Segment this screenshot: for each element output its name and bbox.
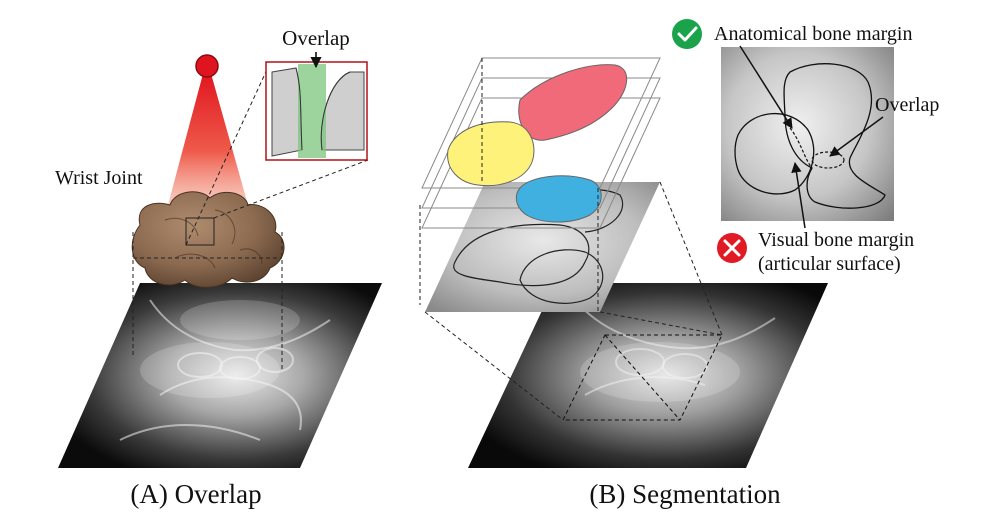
caption-b: (B) Segmentation [589,479,781,509]
visual-margin-arrow [791,161,806,229]
anatomical-margin-label: Anatomical bone margin [714,23,912,45]
xray-image-b [468,283,828,468]
xray-source-icon [195,54,219,78]
overlap-inset [265,61,368,161]
anatomical-margin-contour [783,63,886,209]
visual-margin-contour [789,127,813,169]
xray-image-a [58,283,382,468]
zoom-box-a [185,217,215,246]
margin-inset [721,47,894,221]
wrist-joint-label: Wrist Joint [55,167,143,189]
segment-yellow [447,121,535,187]
wrist-bone-model [131,191,285,288]
panel-a: Overlap Wrist Joint (A) Overlap [55,26,382,509]
visual-margin-label-line2: (articular surface) [758,253,901,275]
check-icon [672,19,702,49]
caption-a: (A) Overlap [130,479,261,509]
xray-beam [168,70,248,205]
visual-margin-label-line1: Visual bone margin [758,229,914,251]
inset-overlap-label: Overlap [282,26,350,50]
panel-b: Anatomical bone margin Overlap Visual bo… [419,19,939,509]
anatomical-margin-arrow [739,45,793,129]
segmentation-base-image [425,182,660,312]
inset-b-overlap-arrow [829,116,884,157]
inset-b-overlap-label: Overlap [875,94,939,116]
segment-blue [515,175,602,223]
segment-red [518,64,628,141]
